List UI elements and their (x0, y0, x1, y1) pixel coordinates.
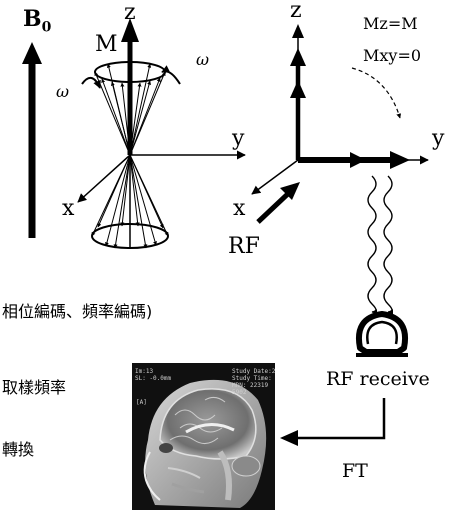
precession-cones (77, 18, 246, 249)
ft-arrow (280, 398, 386, 446)
left-x-axis-label: x (62, 196, 75, 221)
omega-right-label: ω (196, 50, 210, 69)
overlay-line: [A] (136, 399, 147, 406)
b0-label: B0 (23, 6, 52, 36)
right-y-axis-label: y (432, 126, 445, 151)
omega-left-label: ω (56, 82, 70, 101)
right-z-axis-label: z (290, 0, 302, 23)
rf-pulse-label: RF (228, 234, 260, 259)
overlay-line: Im:13 (135, 368, 153, 375)
ft-label: FT (342, 460, 368, 482)
rf-signal-waves (367, 175, 394, 315)
rf-axes (251, 24, 429, 195)
right-x-axis-label: x (233, 196, 246, 221)
mz-text: Mz=M (363, 14, 418, 33)
overlay-line: MRN: 22319 (232, 382, 269, 389)
overlay-line: 5902 (232, 389, 247, 396)
left-y-axis-label: y (232, 126, 245, 151)
overlay-line: SL: -0.0mm (135, 375, 172, 382)
encoding-text: 相位編碼、頻率編碼) (2, 302, 153, 321)
overlay-line: Study Time: (232, 375, 272, 382)
m-vector-label: M (95, 32, 118, 57)
left-z-axis-label: z (124, 0, 136, 25)
mxy-text: Mxy=0 (363, 46, 422, 65)
sampling-text: 取樣頻率 (2, 378, 67, 397)
mri-brain-image: Im:13 SL: -0.0mm [A] Study Date:2 Study … (132, 363, 276, 510)
rf-pulse-arrow (256, 182, 300, 224)
tip-dashed-arrow (351, 67, 402, 119)
b0-field-arrow (22, 42, 42, 238)
rf-receive-label: RF receive (326, 368, 430, 390)
rotation-arrow-left (81, 77, 101, 89)
transform-text: 轉換 (2, 440, 35, 459)
rotation-arrow-right (161, 65, 181, 85)
receiver-coil-icon (356, 311, 408, 357)
overlay-line: Study Date:2 (232, 368, 276, 375)
